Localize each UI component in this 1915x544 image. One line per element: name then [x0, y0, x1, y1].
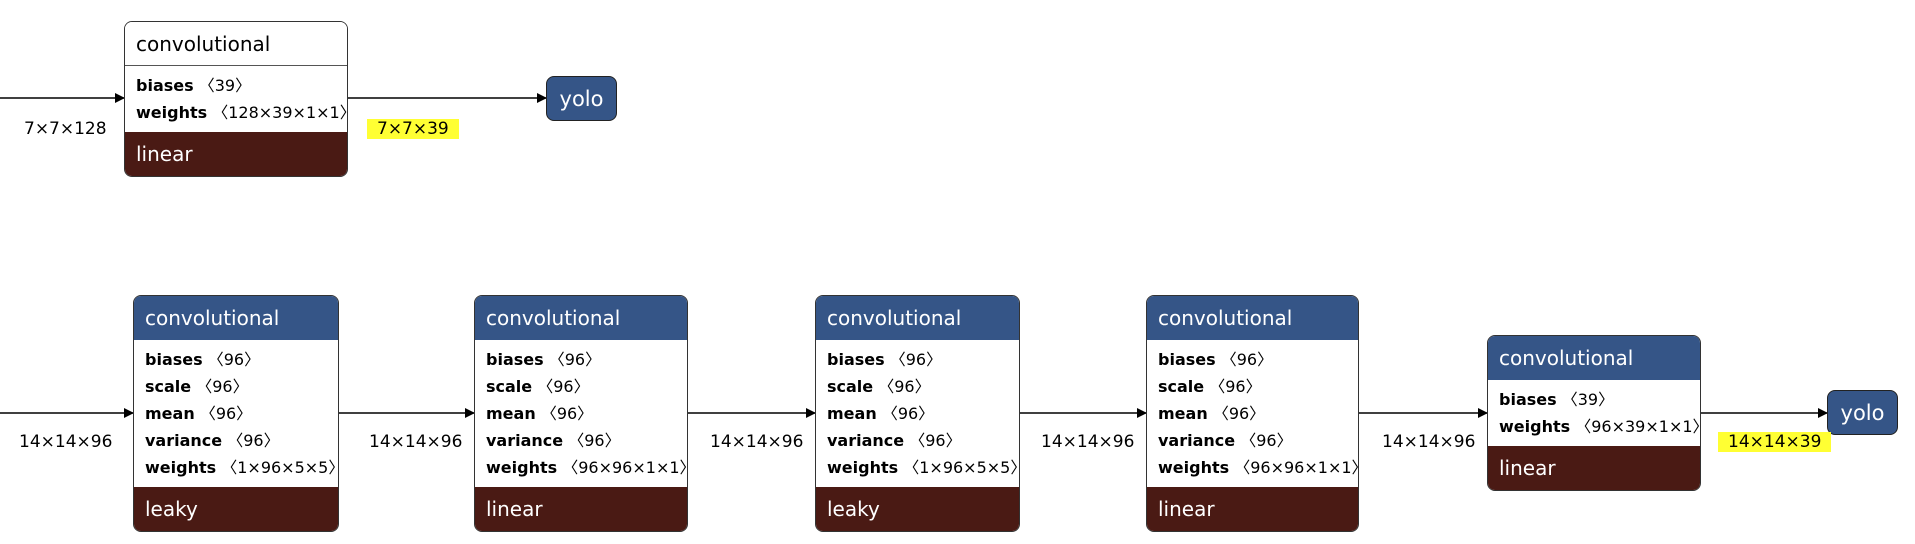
node-title: convolutional — [125, 22, 347, 66]
node-title: convolutional — [134, 296, 338, 340]
node-yolo-top[interactable]: yolo — [546, 76, 617, 121]
node-attributes: biases 〈96〉 scale 〈96〉 mean 〈96〉 varianc… — [1147, 340, 1358, 487]
node-convolutional-d[interactable]: convolutional biases 〈96〉 scale 〈96〉 mea… — [815, 295, 1020, 532]
node-activation: linear — [1147, 487, 1358, 531]
node-attributes: biases 〈96〉 scale 〈96〉 mean 〈96〉 varianc… — [475, 340, 687, 487]
edge-label-b-in: 14×14×96 — [19, 432, 113, 452]
node-convolutional-f[interactable]: convolutional biases 〈39〉 weights 〈96×39… — [1487, 335, 1701, 491]
attr-biases: biases 〈39〉 — [1499, 390, 1615, 409]
node-title: convolutional — [1488, 336, 1700, 380]
attr-variance: variance 〈96〉 — [827, 431, 962, 450]
edge-label-f-out: 14×14×39 — [1718, 432, 1832, 452]
edge-label-top-out: 7×7×39 — [367, 119, 459, 139]
attr-variance: variance 〈96〉 — [486, 431, 621, 450]
attr-scale: scale 〈96〉 — [1158, 377, 1262, 396]
edge-label-c-d: 14×14×96 — [710, 432, 804, 452]
attr-biases: biases 〈96〉 — [1158, 350, 1274, 369]
attr-weights: weights 〈96×96×1×1〉 — [486, 458, 688, 477]
edge-label-e-f: 14×14×96 — [1382, 432, 1476, 452]
node-activation: leaky — [816, 487, 1019, 531]
node-attributes: biases 〈39〉 weights 〈96×39×1×1〉 — [1488, 380, 1700, 446]
edge-label-b-c: 14×14×96 — [369, 432, 463, 452]
attr-biases: biases 〈96〉 — [486, 350, 602, 369]
node-title: convolutional — [816, 296, 1019, 340]
node-convolutional-top[interactable]: convolutional biases 〈39〉 weights 〈128×3… — [124, 21, 348, 177]
node-convolutional-b[interactable]: convolutional biases 〈96〉 scale 〈96〉 mea… — [133, 295, 339, 532]
node-title: yolo — [1840, 400, 1885, 425]
attr-biases: biases 〈96〉 — [145, 350, 261, 369]
attr-scale: scale 〈96〉 — [145, 377, 249, 396]
attr-mean: mean 〈96〉 — [1158, 404, 1266, 423]
node-activation: linear — [475, 487, 687, 531]
attr-variance: variance 〈96〉 — [1158, 431, 1293, 450]
attr-weights: weights 〈1×96×5×5〉 — [145, 458, 339, 477]
attr-variance: variance 〈96〉 — [145, 431, 280, 450]
attr-weights: weights 〈96×39×1×1〉 — [1499, 417, 1701, 436]
node-convolutional-c[interactable]: convolutional biases 〈96〉 scale 〈96〉 mea… — [474, 295, 688, 532]
edge-label-d-e: 14×14×96 — [1041, 432, 1135, 452]
attr-weights: weights 〈128×39×1×1〉 — [136, 103, 348, 122]
node-title: convolutional — [475, 296, 687, 340]
node-title: yolo — [559, 86, 604, 111]
node-activation: linear — [125, 132, 347, 176]
node-convolutional-e[interactable]: convolutional biases 〈96〉 scale 〈96〉 mea… — [1146, 295, 1359, 532]
attr-mean: mean 〈96〉 — [827, 404, 935, 423]
attr-weights: weights 〈1×96×5×5〉 — [827, 458, 1020, 477]
attr-biases: biases 〈39〉 — [136, 76, 252, 95]
attr-scale: scale 〈96〉 — [827, 377, 931, 396]
node-activation: leaky — [134, 487, 338, 531]
node-attributes: biases 〈96〉 scale 〈96〉 mean 〈96〉 varianc… — [816, 340, 1019, 487]
attr-biases: biases 〈96〉 — [827, 350, 943, 369]
attr-weights: weights 〈96×96×1×1〉 — [1158, 458, 1359, 477]
edge-label-top-in: 7×7×128 — [24, 119, 107, 139]
node-title: convolutional — [1147, 296, 1358, 340]
node-activation: linear — [1488, 446, 1700, 490]
attr-scale: scale 〈96〉 — [486, 377, 590, 396]
attr-mean: mean 〈96〉 — [486, 404, 594, 423]
node-attributes: biases 〈39〉 weights 〈128×39×1×1〉 — [125, 66, 347, 132]
attr-mean: mean 〈96〉 — [145, 404, 253, 423]
node-attributes: biases 〈96〉 scale 〈96〉 mean 〈96〉 varianc… — [134, 340, 338, 487]
node-yolo-bottom[interactable]: yolo — [1827, 390, 1898, 435]
